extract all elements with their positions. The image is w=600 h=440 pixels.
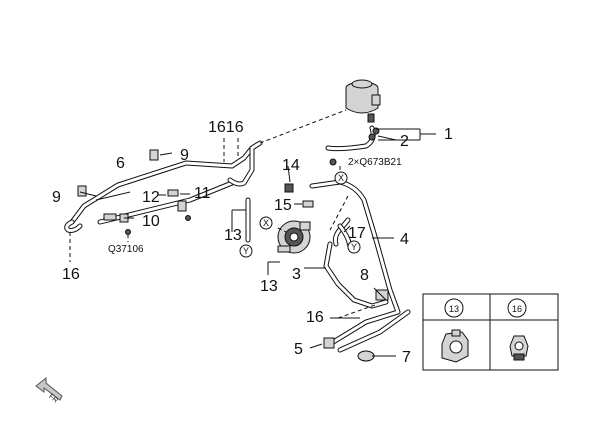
ref-x-top: X [338,173,344,183]
callout-13-lower: 13 [260,278,278,295]
callout-16-top: 1616 [208,119,244,136]
callout-1: 1 [444,126,453,143]
clip-9-top [149,149,159,161]
clamp-13-detail-icon [441,329,469,363]
callout-16-right: 16 [306,309,324,326]
clamp-icon [375,289,389,301]
bolt-q37106-note: Q37106 [108,244,144,255]
inset-left-label: 13 [449,304,459,314]
pump-icon [277,220,311,254]
callout-15: 15 [274,197,292,214]
detail-inset: 13 16 [422,293,559,371]
callout-16-left: 16 [62,266,80,283]
callout-9-top: 9 [180,147,189,164]
callout-7: 7 [402,349,411,366]
callout-13-left: 13 [224,227,242,244]
callout-2: 2 [400,133,409,150]
callout-17: 17 [348,225,366,242]
callout-5: 5 [294,341,303,358]
clip-9-left [77,185,87,197]
callout-3: 3 [292,266,301,283]
return-pipe [64,145,255,233]
bolt-spec-note: 2×Q673B21 [348,157,402,168]
inset-right-label: 16 [512,304,522,314]
callout-12: 12 [142,189,160,206]
callout-11: 11 [194,185,211,202]
callout-8: 8 [360,267,369,284]
ref-x-pump: X [263,218,269,228]
front-arrow-label: FR [47,393,59,404]
clip-16-detail-icon [509,335,529,361]
reservoir-icon [345,79,381,123]
front-arrow-icon: FR [35,376,63,405]
callout-14: 14 [282,157,300,174]
callout-6: 6 [116,155,125,172]
callout-10: 10 [142,213,160,230]
ref-y-left: Y [243,246,249,256]
callout-4: 4 [400,231,409,248]
callout-9-left: 9 [52,189,61,206]
ref-y-right: Y [351,242,357,252]
